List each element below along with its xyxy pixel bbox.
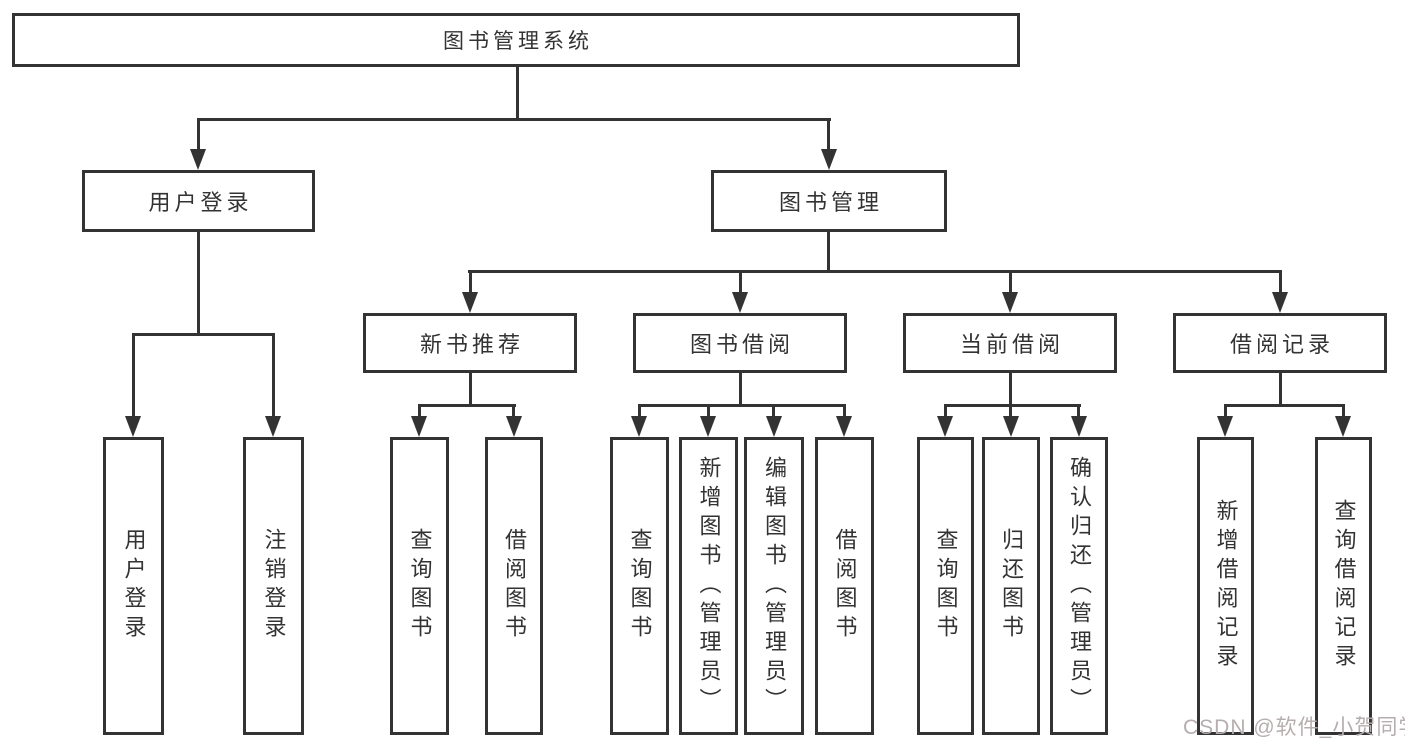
- csdn-watermark: CSDN @软件_小贺同学: [1183, 716, 1405, 739]
- connector-line: [132, 333, 275, 336]
- arrow-down-icon: [1217, 416, 1233, 437]
- connector-line: [1009, 270, 1012, 293]
- leaf-logout-login: 注销登录: [243, 437, 304, 735]
- connector-line: [1009, 404, 1012, 417]
- node-book-management: 图书管理: [711, 170, 947, 232]
- node-book-borrowing: 图书借阅: [633, 313, 847, 373]
- connector-line: [468, 270, 1282, 273]
- connector-line: [772, 404, 775, 417]
- arrow-down-icon: [766, 416, 782, 437]
- arrow-down-icon: [700, 416, 716, 437]
- node-new-book-recommendation: 新书推荐: [363, 313, 577, 373]
- leaf-query-borrow-record: 查询借阅记录: [1315, 437, 1372, 735]
- connector-line: [516, 67, 519, 121]
- connector-line: [707, 404, 710, 417]
- connector-line: [827, 232, 830, 272]
- connector-line: [843, 404, 846, 417]
- connector-line: [197, 118, 831, 121]
- arrow-down-icon: [125, 416, 141, 437]
- connector-line: [1077, 404, 1080, 417]
- connector-line: [1224, 404, 1227, 417]
- leaf-confirm-return-admin: 确认归还（管理员）: [1050, 437, 1108, 735]
- connector-line: [512, 404, 515, 417]
- arrow-down-icon: [631, 416, 647, 437]
- leaf-add-book-admin: 新增图书（管理员）: [679, 437, 738, 735]
- leaf-user-login: 用户登录: [103, 437, 164, 735]
- node-user-login: 用户登录: [82, 170, 315, 232]
- connector-line: [418, 404, 421, 417]
- connector-line: [944, 404, 947, 417]
- arrow-down-icon: [732, 292, 748, 313]
- node-current-borrowing: 当前借阅: [903, 313, 1117, 373]
- connector-line: [272, 333, 275, 416]
- arrow-down-icon: [836, 416, 852, 437]
- arrow-down-icon: [1272, 292, 1288, 313]
- leaf-query-books-current: 查询图书: [917, 437, 974, 735]
- arrow-down-icon: [1071, 416, 1087, 437]
- arrow-down-icon: [1003, 416, 1019, 437]
- arrow-down-icon: [1335, 416, 1351, 437]
- connector-line: [1279, 373, 1282, 406]
- connector-line: [132, 333, 135, 416]
- arrow-down-icon: [937, 416, 953, 437]
- connector-line: [944, 404, 1081, 407]
- connector-line: [638, 404, 641, 417]
- leaf-query-books-borrowing: 查询图书: [610, 437, 669, 735]
- leaf-query-books-recommend: 查询图书: [390, 437, 449, 735]
- connector-line: [1224, 404, 1345, 407]
- node-library-management-system: 图书管理系统: [12, 13, 1020, 67]
- connector-line: [1279, 270, 1282, 293]
- arrow-down-icon: [821, 149, 837, 170]
- connector-line: [827, 118, 830, 151]
- leaf-return-books: 归还图书: [982, 437, 1040, 735]
- arrow-down-icon: [411, 416, 427, 437]
- connector-line: [197, 232, 200, 335]
- leaf-edit-book-admin: 编辑图书（管理员）: [744, 437, 804, 735]
- leaf-add-borrow-record: 新增借阅记录: [1197, 437, 1254, 735]
- connector-line: [1009, 373, 1012, 406]
- connector-line: [739, 270, 742, 293]
- connector-line: [739, 373, 742, 406]
- arrow-down-icon: [265, 416, 281, 437]
- node-borrowing-records: 借阅记录: [1173, 313, 1387, 373]
- connector-line: [1342, 404, 1345, 417]
- leaf-borrow-books-recommend: 借阅图书: [485, 437, 543, 735]
- arrow-down-icon: [190, 149, 206, 170]
- connector-line: [638, 404, 846, 407]
- arrow-down-icon: [462, 292, 478, 313]
- connector-line: [418, 404, 516, 407]
- arrow-down-icon: [1002, 292, 1018, 313]
- connector-line: [469, 373, 472, 406]
- leaf-borrow-books-borrowing: 借阅图书: [815, 437, 874, 735]
- connector-line: [469, 270, 472, 293]
- arrow-down-icon: [506, 416, 522, 437]
- connector-line: [197, 118, 200, 151]
